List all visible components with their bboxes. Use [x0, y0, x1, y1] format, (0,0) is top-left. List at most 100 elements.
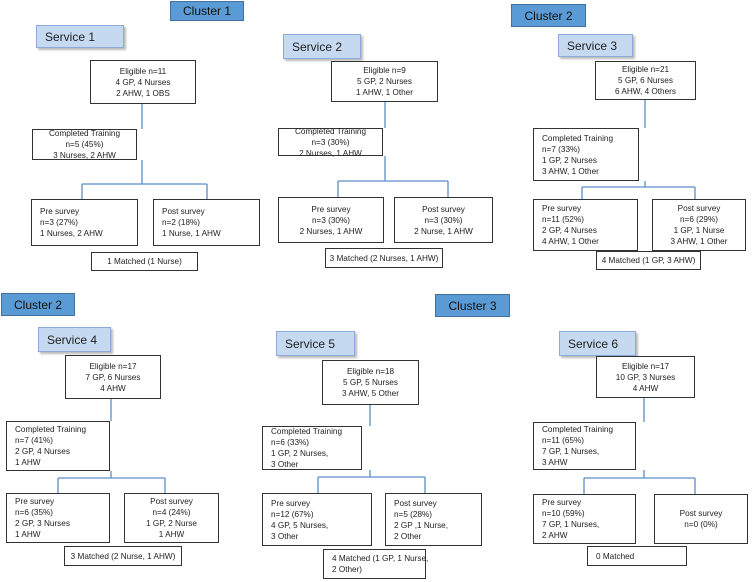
box-line: 4 Matched (1 GP, 3 AHW) — [601, 256, 696, 265]
service-label: Service 5 — [276, 331, 355, 356]
matched-box: 3 Matched (2 Nurse, 1 AHW) — [64, 546, 182, 566]
box-line: n=3 (27%) — [40, 218, 79, 227]
box-line: n=11 (52%) — [542, 215, 584, 224]
box-line: Pre survey — [40, 207, 80, 216]
box-line: n=2 (18%) — [162, 218, 201, 227]
box-line: 1 AHW, 1 Other — [356, 88, 413, 97]
box-line: Completed Training — [49, 129, 120, 138]
box-line: 2 Nurses, 1 AHW — [299, 226, 363, 236]
box-line: 2 Other — [394, 531, 422, 541]
box-line: 2 GP, 4 Nurses — [542, 226, 597, 235]
box-line: n=4 (24%) — [152, 508, 191, 517]
box-line: 1 GP, 2 Nurses — [542, 155, 597, 165]
box-line: 3 AHW, 1 Other — [542, 166, 599, 176]
box-line: 2 GP, 3 Nurses — [15, 519, 70, 528]
box-line: 3 Matched (2 Nurses, 1 AHW) — [329, 253, 439, 263]
cluster-label: Cluster 3 — [435, 294, 510, 317]
eligible-box: Eligible n=17 10 GP, 3 Nurses 4 AHW — [596, 356, 695, 398]
box-line: 1 GP, 2 Nurse — [146, 519, 197, 528]
box-line: 1 GP, 2 Nurses, — [271, 449, 329, 458]
box-line: 7 GP, 6 Nurses — [85, 372, 141, 382]
box-line: 4 GP, 4 Nurses — [115, 77, 171, 87]
matched-box: 3 Matched (2 Nurses, 1 AHW) — [325, 248, 443, 268]
box-line: Eligible n=21 — [621, 65, 670, 74]
service-label: Service 1 — [36, 25, 124, 48]
box-line: Post survey — [150, 497, 193, 506]
service-label: Service 4 — [38, 327, 111, 352]
box-line: 1 AHW — [158, 530, 185, 539]
eligible-box: Eligible n=21 5 GP, 6 Nurses 6 AHW, 4 Ot… — [595, 61, 696, 100]
box-line: 2 GP, 4 Nurses — [15, 447, 70, 456]
training-box: Completed Training n=7 (33%) 1 GP, 2 Nur… — [533, 128, 639, 181]
pre-survey-box: Pre survey n=3 (27%) 1 Nurses, 2 AHW — [31, 199, 138, 246]
box-line: 4 Matched (1 GP, 1 Nurse, — [332, 554, 429, 563]
box-line: 2 AHW — [542, 531, 568, 540]
training-box: Completed Training n=11 (65%) 7 GP, 1 Nu… — [533, 422, 636, 470]
box-line: n=0 (0%) — [684, 520, 718, 529]
eligible-box: Eligible n=11 4 GP, 4 Nurses 2 AHW, 1 OB… — [90, 60, 196, 104]
box-line: Post survey — [677, 204, 721, 213]
eligible-box: Eligible n=17 7 GP, 6 Nurses 4 AHW — [65, 355, 161, 399]
box-line: 5 GP, 5 Nurses — [343, 378, 398, 387]
box-line: Pre survey — [15, 497, 55, 506]
box-line: Eligible n=18 — [346, 367, 395, 376]
pre-survey-box: Pre survey n=11 (52%) 2 GP, 4 Nurses 4 A… — [533, 199, 638, 251]
box-line: Post survey — [422, 204, 465, 214]
box-line: Completed Training — [542, 425, 613, 434]
box-line: 1 GP, 1 Nurse — [673, 226, 725, 235]
box-line: 1 AHW — [15, 458, 41, 467]
box-line: Pre survey — [311, 204, 351, 214]
matched-box: 4 Matched (1 GP, 1 Nurse, 2 Other) — [323, 549, 429, 579]
box-line: Eligible n=17 — [89, 361, 137, 371]
post-survey-box: Post survey n=2 (18%) 1 Nurse, 1 AHW — [153, 199, 260, 246]
post-survey-box: Post survey n=0 (0%) — [654, 494, 748, 544]
box-line: n=6 (29%) — [679, 215, 718, 224]
box-line: 0 Matched — [596, 551, 635, 561]
box-line: 4 AHW, 1 Other — [542, 237, 599, 246]
box-line: 2 AHW, 1 OBS — [116, 88, 170, 98]
cluster-label: Cluster 1 — [170, 1, 244, 21]
box-line: Pre survey — [542, 498, 582, 507]
box-line: Completed Training — [15, 425, 86, 434]
box-line: 5 GP, 2 Nurses — [357, 77, 412, 86]
matched-box: 0 Matched — [587, 546, 687, 566]
box-line: 6 AHW, 4 Others — [615, 87, 676, 96]
eligible-box: Eligible n=9 5 GP, 2 Nurses 1 AHW, 1 Oth… — [331, 61, 438, 102]
post-survey-box: Post survey n=4 (24%) 1 GP, 2 Nurse 1 AH… — [124, 493, 219, 543]
pre-survey-box: Pre survey n=12 (67%) 4 GP, 5 Nurses, 3 … — [262, 493, 372, 546]
box-line: 3 Other — [271, 460, 299, 469]
box-line: 2 GP ,1 Nurse, — [394, 520, 449, 530]
post-survey-box: Post survey n=3 (30%) 2 Nurse, 1 AHW — [394, 197, 493, 243]
box-line: n=7 (33%) — [542, 144, 581, 154]
cluster-label: Cluster 2 — [1, 293, 75, 316]
training-box: Completed Training n=6 (33%) 1 GP, 2 Nur… — [262, 426, 362, 470]
box-line: n=6 (35%) — [15, 508, 54, 517]
box-line: Completed Training — [542, 133, 613, 143]
pre-survey-box: Pre survey n=10 (59%) 7 GP, 1 Nurses, 2 … — [533, 494, 636, 544]
box-line: 3 Other — [271, 531, 299, 541]
box-line: n=10 (59%) — [542, 509, 585, 518]
box-line: 4 AHW — [100, 383, 126, 393]
box-line: 4 GP, 5 Nurses, — [271, 520, 329, 530]
box-line: 1 Matched (1 Nurse) — [107, 257, 182, 266]
box-line: Completed Training — [271, 427, 342, 436]
post-survey-box: Post survey n=5 (28%) 2 GP ,1 Nurse, 2 O… — [385, 493, 482, 546]
training-box: Completed Training n=7 (41%) 2 GP, 4 Nur… — [6, 421, 110, 471]
box-line: n=12 (67%) — [271, 509, 314, 519]
service-label: Service 2 — [283, 34, 361, 59]
box-line: Completed Training — [295, 126, 366, 136]
box-line: 3 AHW, 1 Other — [670, 237, 728, 246]
box-line: 2 Other) — [332, 565, 363, 574]
pre-survey-box: Pre survey n=3 (30%) 2 Nurses, 1 AHW — [278, 197, 384, 243]
box-line: 4 AHW — [632, 383, 659, 393]
post-survey-box: Post survey n=6 (29%) 1 GP, 1 Nurse 3 AH… — [652, 199, 746, 251]
box-line: 7 GP, 1 Nurses, — [542, 447, 600, 456]
pre-survey-box: Pre survey n=6 (35%) 2 GP, 3 Nurses 1 AH… — [6, 493, 110, 543]
box-line: n=3 (30%) — [311, 137, 350, 147]
box-line: Post survey — [679, 509, 723, 518]
matched-box: 4 Matched (1 GP, 3 AHW) — [596, 251, 701, 270]
box-line: 1 Nurse, 1 AHW — [162, 229, 221, 238]
matched-box: 1 Matched (1 Nurse) — [91, 252, 198, 271]
box-line: n=11 (65%) — [542, 436, 584, 445]
box-line: n=3 (30%) — [424, 215, 463, 225]
